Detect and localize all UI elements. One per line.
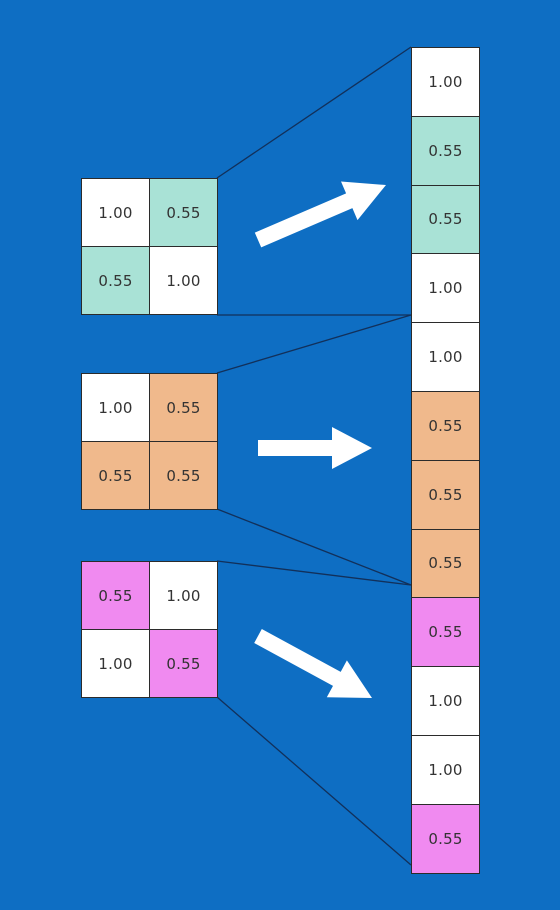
vector-cell: 1.00 [411,322,480,392]
matrix-cell: 1.00 [81,178,150,247]
vector-cell: 0.55 [411,459,480,530]
vector-cell: 0.55 [411,391,480,461]
matrix-cell: 1.00 [81,373,150,442]
vector-cell: 0.55 [411,115,480,186]
vector-cell: 1.00 [411,666,480,736]
vector-cell: 0.55 [411,528,480,599]
connector-line [216,314,412,374]
vector-cell: 1.00 [411,47,480,117]
matrix-cell: 0.55 [149,373,218,442]
matrix-cell: 1.00 [81,629,150,698]
matrix-cell: 0.55 [149,629,218,698]
connector-line [216,696,412,866]
matrix-cell: 0.55 [81,561,150,630]
matrix-cell: 1.00 [149,561,218,630]
matrix-cell: 0.55 [149,441,218,510]
connector-line [216,560,412,586]
matrix-cell: 0.55 [81,246,150,315]
matrix-cell: 0.55 [81,441,150,510]
matrix-cell: 0.55 [149,178,218,247]
matrix-cell: 1.00 [149,246,218,315]
vector-cell: 0.55 [411,597,480,668]
connector-line [216,508,412,586]
arrow-right-icon [258,427,372,469]
vector-cell: 0.55 [411,184,480,255]
arrow-down-right-icon [254,629,372,698]
vector-cell: 1.00 [411,735,480,805]
connector-lines [216,46,412,866]
arrows [254,181,386,698]
arrow-up-right-icon [254,181,386,248]
vector-cell: 0.55 [411,803,480,874]
vector-cell: 1.00 [411,253,480,324]
connector-line [216,46,412,179]
